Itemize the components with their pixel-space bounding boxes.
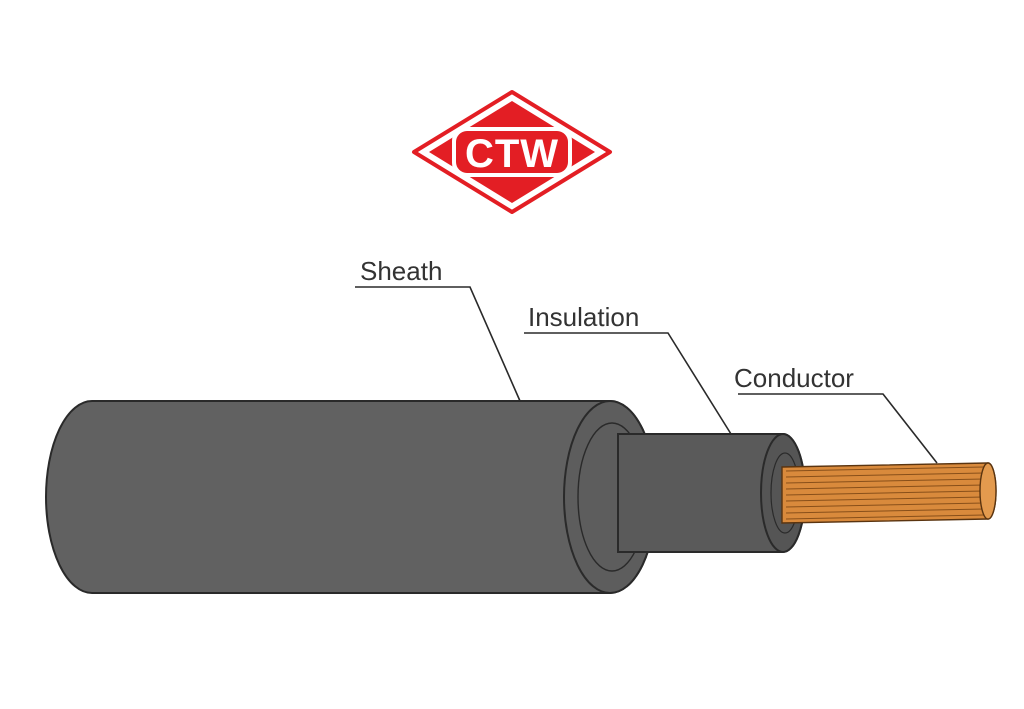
conductor-end-face: [979, 462, 997, 520]
ctw-logo: CTW: [412, 90, 612, 214]
strand-line: [785, 490, 985, 496]
strand-line: [785, 472, 985, 478]
conductor-layer: [781, 462, 997, 524]
label-insulation: Insulation: [524, 302, 732, 435]
sheath-layer: [45, 400, 657, 594]
strand-line: [785, 466, 985, 472]
cable: [45, 400, 997, 594]
insulation-leader-line: [524, 332, 732, 435]
label-conductor: Conductor: [734, 363, 938, 464]
strand-line: [785, 514, 985, 520]
conductor-strands: [785, 466, 985, 520]
logo-text: CTW: [465, 132, 559, 176]
sheath-label: Sheath: [360, 256, 442, 286]
strand-line: [785, 484, 985, 490]
logo-red-band: [456, 131, 568, 173]
label-sheath: Sheath: [355, 256, 521, 402]
insulation-label: Insulation: [528, 302, 639, 332]
sheath-leader-line: [355, 286, 521, 402]
conductor-label: Conductor: [734, 363, 854, 393]
insulation-layer: [617, 433, 806, 553]
strand-line: [785, 508, 985, 514]
strand-line: [785, 496, 985, 502]
strand-line: [785, 502, 985, 508]
conductor-leader-line: [738, 393, 938, 464]
strand-line: [785, 478, 985, 484]
